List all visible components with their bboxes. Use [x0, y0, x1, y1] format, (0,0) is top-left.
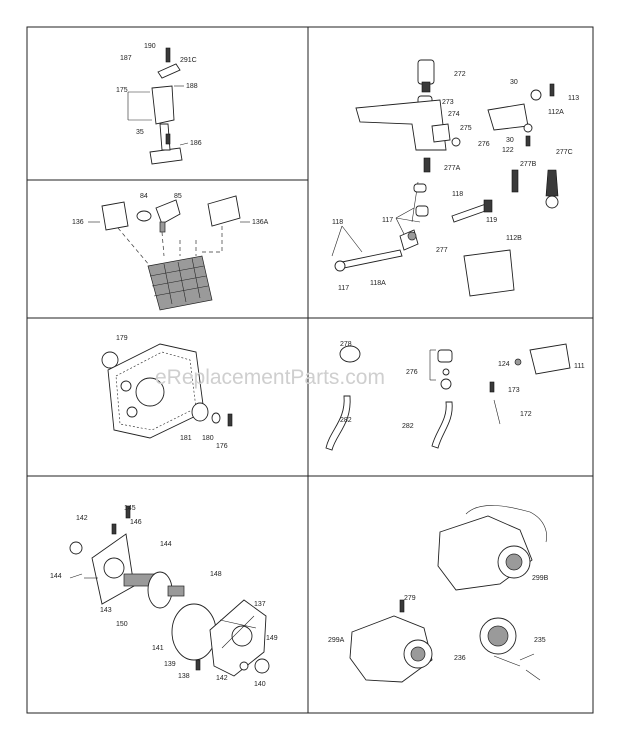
starter-group	[349, 505, 547, 683]
intake-group	[88, 195, 250, 311]
callout-273: 273	[442, 99, 454, 106]
callout-140: 140	[254, 681, 266, 688]
callout-136a: 136A	[252, 219, 269, 226]
callout-117-center: 117	[382, 217, 393, 224]
callout-118-left: 118	[332, 219, 343, 226]
callout-111: 111	[574, 363, 585, 370]
callout-118a: 118A	[370, 280, 386, 287]
callout-117-bottom: 117	[338, 285, 349, 292]
callout-181: 181	[180, 435, 192, 442]
callout-277: 277	[436, 247, 448, 254]
callout-282-left: 282	[340, 417, 352, 424]
callout-276: 276	[478, 141, 490, 148]
callout-279: 279	[404, 595, 416, 602]
callout-150: 150	[116, 621, 128, 628]
callout-145: 145	[124, 505, 136, 512]
callout-176: 176	[216, 443, 228, 450]
callout-149: 149	[266, 635, 278, 642]
callout-139: 139	[164, 661, 176, 668]
callout-278: 278	[340, 341, 352, 348]
callout-186: 186	[190, 140, 202, 147]
breather-group	[325, 343, 571, 451]
control-bracket-group	[331, 59, 559, 297]
callout-122: 122	[502, 147, 514, 154]
callout-188: 188	[186, 83, 198, 90]
callout-291c: 291C	[180, 57, 197, 64]
callout-282-right: 282	[402, 423, 414, 430]
callout-190: 190	[144, 43, 156, 50]
callout-136: 136	[72, 219, 84, 226]
governor-bracket-group	[127, 47, 189, 165]
callout-275: 275	[460, 125, 472, 132]
callout-112b: 112B	[506, 235, 522, 242]
crankshaft-group	[69, 505, 270, 677]
callout-30-top: 30	[510, 79, 518, 86]
callout-277c: 277C	[556, 149, 573, 156]
callout-148: 148	[210, 571, 222, 578]
callout-299a: 299A	[328, 637, 345, 644]
callout-236: 236	[454, 655, 466, 662]
callout-85: 85	[174, 193, 182, 200]
callout-235: 235	[534, 637, 546, 644]
callout-144-right: 144	[160, 541, 172, 548]
callout-172: 172	[520, 411, 532, 418]
crankcase-cover-group	[101, 343, 233, 439]
callout-113: 113	[568, 95, 579, 102]
callout-84: 84	[140, 193, 148, 200]
callout-272: 272	[454, 71, 466, 78]
callout-277a: 277A	[444, 165, 461, 172]
callout-144-left: 144	[50, 573, 62, 580]
callout-118-right: 118	[452, 191, 463, 198]
callout-141: 141	[152, 645, 164, 652]
callout-299b: 299B	[532, 575, 549, 582]
callout-187: 187	[120, 55, 132, 62]
callout-112a: 112A	[548, 109, 564, 116]
callout-142-bottom: 142	[216, 675, 228, 682]
callout-142-top: 142	[76, 515, 88, 522]
callout-179: 179	[116, 335, 128, 342]
callout-124: 124	[498, 361, 510, 368]
callout-35: 35	[136, 129, 144, 136]
callout-146: 146	[130, 519, 142, 526]
callout-30-bottom: 30	[506, 137, 514, 144]
callout-138: 138	[178, 673, 190, 680]
diagram-frame	[26, 26, 594, 714]
callout-173: 173	[508, 387, 520, 394]
callout-277b: 277B	[520, 161, 537, 168]
callout-274: 274	[448, 111, 460, 118]
callout-175: 175	[116, 87, 128, 94]
watermark: eReplacementParts.com	[155, 366, 385, 389]
callout-143: 143	[100, 607, 112, 614]
callout-119: 119	[486, 217, 497, 224]
callout-180: 180	[202, 435, 214, 442]
callout-137: 137	[254, 601, 266, 608]
callout-276-lower: 276	[406, 369, 418, 376]
